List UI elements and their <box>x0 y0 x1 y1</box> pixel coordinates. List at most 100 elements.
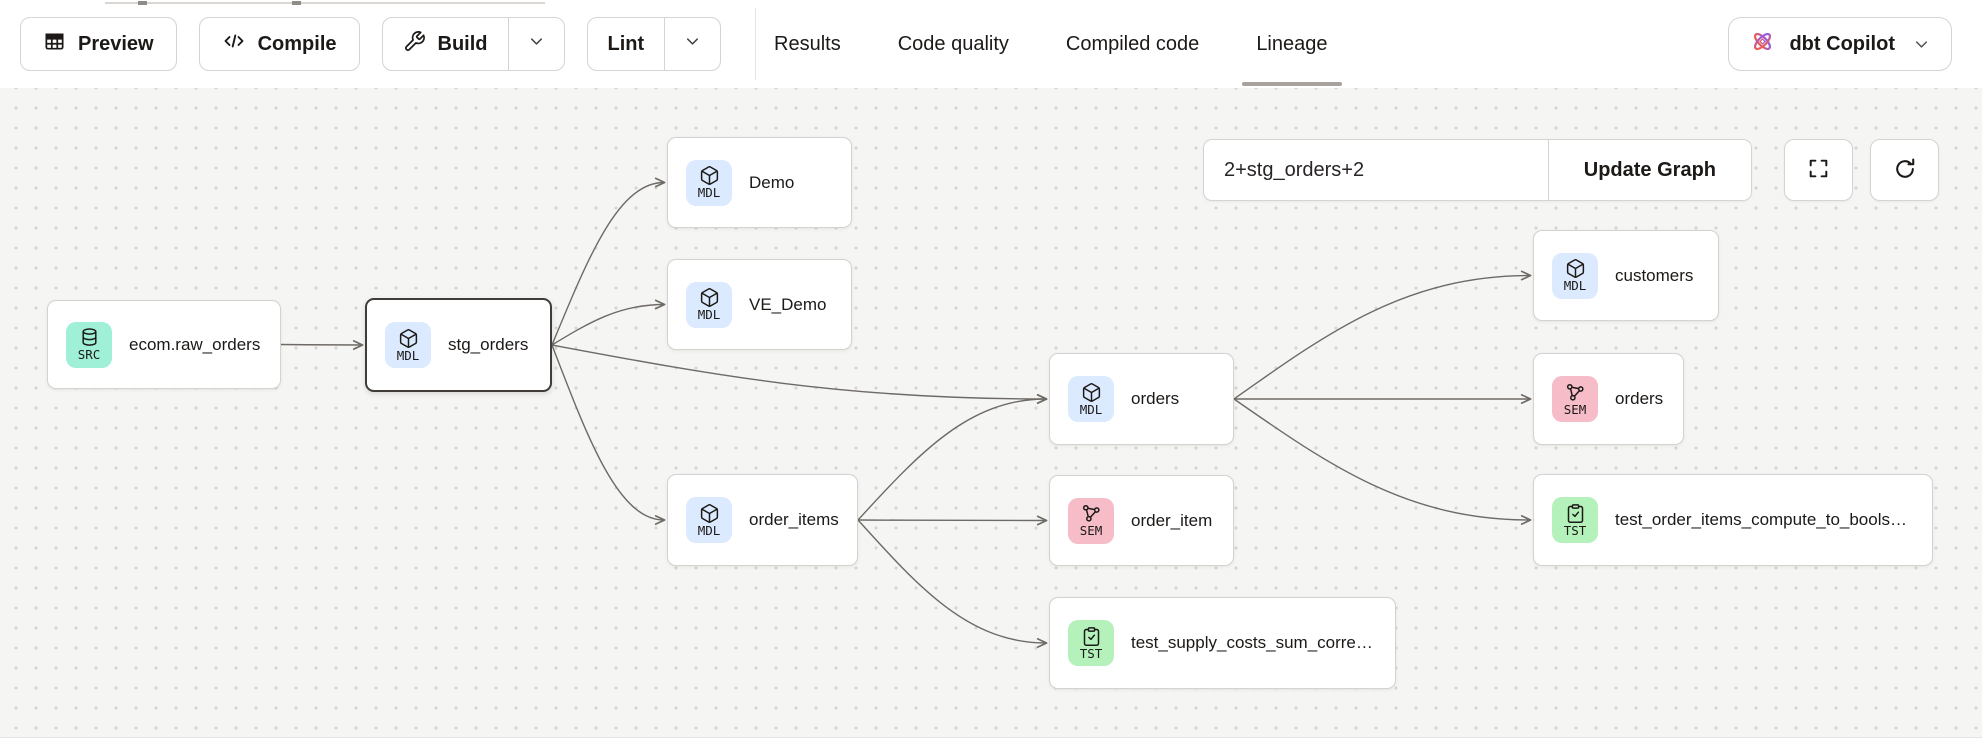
node-type-label: MDL <box>1563 278 1587 294</box>
tab-fragment-tick <box>138 1 147 5</box>
dbt-copilot-icon <box>1749 28 1776 61</box>
model-selector-input[interactable] <box>1204 140 1548 200</box>
lineage-edge-stg_orders-ve_demo <box>551 299 666 346</box>
lineage-edge-order_items-test_supply <box>857 519 1048 648</box>
lineage-node-orders_mdl[interactable]: MDL orders <box>1049 353 1234 445</box>
tab-compiled-code[interactable]: Compiled code <box>1065 32 1200 55</box>
lineage-edge-stg_orders-order_items <box>551 344 666 525</box>
lineage-node-test_order_items[interactable]: TST test_order_items_compute_to_bools_c..… <box>1533 474 1933 566</box>
cube-icon <box>1565 258 1586 279</box>
preview-button-label: Preview <box>78 32 154 55</box>
clipboard-check-icon <box>1081 626 1102 647</box>
lineage-edge-orders_mdl-customers <box>1233 270 1532 400</box>
lineage-node-test_supply[interactable]: TST test_supply_costs_sum_correctly <box>1049 597 1396 689</box>
lineage-edge-raw_orders-stg_orders <box>280 340 364 350</box>
node-type-badge: MDL <box>686 159 732 206</box>
lineage-node-stg_orders[interactable]: MDL stg_orders <box>365 298 552 392</box>
node-label: test_supply_costs_sum_correctly <box>1131 633 1377 652</box>
lineage-edge-stg_orders-demo <box>551 177 666 346</box>
node-type-badge: MDL <box>1552 252 1598 299</box>
tab-results[interactable]: Results <box>774 32 841 55</box>
node-label: test_order_items_compute_to_bools_c... <box>1615 510 1914 529</box>
node-type-badge: SEM <box>1552 376 1598 422</box>
node-type-label: MDL <box>697 185 721 201</box>
cube-icon <box>699 503 720 524</box>
semantic-graph-icon <box>1081 503 1102 524</box>
fullscreen-icon <box>1806 156 1831 184</box>
node-label: customers <box>1615 265 1694 285</box>
node-label: orders <box>1131 389 1180 408</box>
graph-controls: Update Graph <box>1203 139 1939 201</box>
chevron-down-icon <box>1912 35 1931 54</box>
node-label: ecom.raw_orders <box>129 334 261 354</box>
lineage-node-orders_sem[interactable]: SEM orders <box>1533 353 1684 445</box>
dbt-copilot-label: dbt Copilot <box>1789 32 1895 55</box>
preview-button[interactable]: Preview <box>20 17 177 71</box>
node-type-badge: SRC <box>66 321 112 368</box>
compile-button[interactable]: Compile <box>198 17 360 71</box>
model-selector-box: Update Graph <box>1203 139 1752 201</box>
top-toolbar: Preview Compile <box>0 0 1982 88</box>
table-icon <box>43 30 66 59</box>
update-graph-button[interactable]: Update Graph <box>1547 140 1751 200</box>
node-type-badge: TST <box>1068 620 1114 666</box>
node-type-label: MDL <box>396 347 420 363</box>
node-label: Demo <box>749 172 795 192</box>
editor-tabs-fragment <box>105 1 545 5</box>
semantic-graph-icon <box>1565 382 1586 403</box>
node-type-badge: MDL <box>686 281 732 328</box>
lineage-edge-stg_orders-orders_mdl <box>551 344 1048 404</box>
node-type-label: MDL <box>1079 401 1103 417</box>
lineage-node-customers[interactable]: MDL customers <box>1533 230 1719 321</box>
wrench-icon <box>403 30 426 59</box>
lineage-node-order_item_sem[interactable]: SEM order_item <box>1049 475 1234 566</box>
lint-button-label: Lint <box>607 32 645 55</box>
node-type-label: TST <box>1079 645 1103 661</box>
toolbar-divider <box>755 8 757 80</box>
node-type-label: MDL <box>697 522 721 538</box>
refresh-icon <box>1892 156 1918 185</box>
lineage-edges-layer <box>280 177 1532 648</box>
lineage-edge-order_items-orders_mdl <box>857 394 1048 521</box>
node-label: order_item <box>1131 510 1213 530</box>
build-dropdown-button[interactable] <box>507 18 564 70</box>
node-type-label: TST <box>1563 522 1587 538</box>
tab-fragment-tick <box>292 1 301 5</box>
node-type-badge: SEM <box>1068 497 1114 544</box>
dbt-copilot-button[interactable]: dbt Copilot <box>1728 17 1952 71</box>
lineage-node-demo[interactable]: MDL Demo <box>667 137 852 228</box>
node-type-badge: MDL <box>1068 376 1114 422</box>
compile-button-label: Compile <box>257 32 337 55</box>
build-split-button: Build <box>381 17 565 71</box>
bottom-panel-edge <box>0 737 1982 748</box>
node-type-label: SEM <box>1563 401 1587 417</box>
tab-lineage[interactable]: Lineage <box>1242 0 1342 88</box>
node-label: stg_orders <box>448 335 529 354</box>
cube-icon <box>699 287 720 308</box>
node-type-label: SRC <box>77 347 101 363</box>
lineage-node-raw_orders[interactable]: SRC ecom.raw_orders <box>47 300 281 389</box>
result-tabs: Results Code quality Compiled code Linea… <box>774 0 1342 88</box>
cube-icon <box>1081 382 1102 403</box>
fullscreen-button[interactable] <box>1784 139 1853 201</box>
node-type-badge: MDL <box>686 497 732 543</box>
lint-button[interactable]: Lint <box>588 18 665 70</box>
node-label: order_items <box>749 510 839 529</box>
node-type-label: MDL <box>697 307 721 323</box>
chevron-down-icon <box>527 32 546 56</box>
lineage-node-order_items[interactable]: MDL order_items <box>667 474 858 566</box>
refresh-button[interactable] <box>1870 139 1939 201</box>
lint-dropdown-button[interactable] <box>664 18 720 70</box>
tab-code-quality[interactable]: Code quality <box>897 32 1009 55</box>
database-icon <box>79 327 100 348</box>
code-icon <box>222 29 246 59</box>
node-label: orders <box>1615 389 1664 408</box>
build-button[interactable]: Build <box>383 18 508 70</box>
cube-icon <box>699 165 720 186</box>
lint-split-button: Lint <box>586 17 722 71</box>
cube-icon <box>398 328 419 349</box>
node-type-label: SEM <box>1079 523 1103 539</box>
build-button-label: Build <box>437 32 488 55</box>
